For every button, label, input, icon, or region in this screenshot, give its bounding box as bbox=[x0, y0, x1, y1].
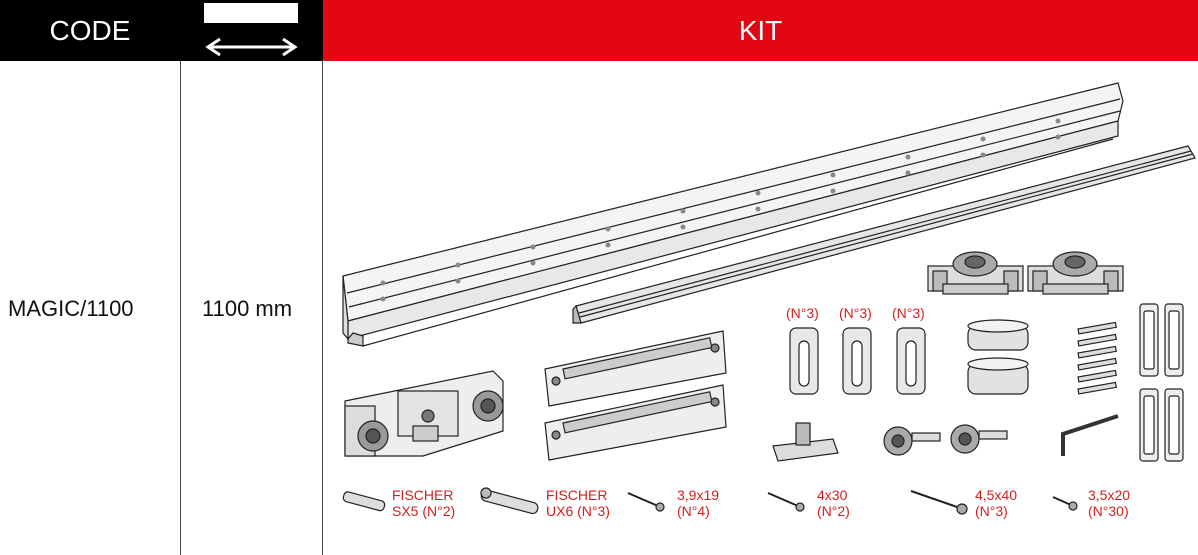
floor-guide bbox=[772, 422, 839, 462]
bracket bbox=[896, 327, 926, 395]
handle bbox=[1139, 303, 1159, 377]
length-header bbox=[180, 0, 323, 61]
screw-label: 4,5x40 (N°3) bbox=[975, 487, 1018, 519]
screw bbox=[627, 492, 665, 512]
rail-profile bbox=[342, 82, 1124, 347]
soft-close-damper bbox=[544, 330, 727, 407]
guide-wheel bbox=[950, 424, 1008, 454]
handle bbox=[1164, 388, 1184, 462]
screw-label: 3,5x20 (N°30) bbox=[1088, 487, 1131, 519]
bracket bbox=[842, 327, 872, 395]
code-header-label: CODE bbox=[49, 14, 131, 46]
trolley-carriage bbox=[927, 251, 1024, 295]
wall-plug-sx5 bbox=[342, 491, 386, 512]
bracket-qty-label: (N°3) bbox=[892, 305, 925, 321]
soft-close-damper bbox=[544, 384, 727, 461]
code-header: CODE bbox=[0, 0, 180, 61]
screw-label: 3,9x19 (N°4) bbox=[677, 487, 720, 519]
fischer-sx5-label: FISCHER SX5 (N°2) bbox=[392, 487, 456, 519]
screw-label: 4x30 (N°2) bbox=[817, 487, 850, 519]
roller-carriage bbox=[344, 370, 504, 457]
kit-header: KIT bbox=[323, 0, 1198, 61]
kit-illustration bbox=[342, 82, 1196, 515]
handle bbox=[1139, 388, 1159, 462]
guide-profile bbox=[572, 145, 1196, 324]
handle bbox=[1164, 303, 1184, 377]
fischer-ux6-label: FISCHER UX6 (N°3) bbox=[546, 487, 610, 519]
column-divider bbox=[322, 61, 323, 555]
product-code: MAGIC/1100 bbox=[8, 296, 134, 321]
product-length: 1100 mm bbox=[202, 296, 293, 321]
allen-key bbox=[1061, 414, 1119, 456]
trolley-carriage bbox=[1027, 251, 1124, 295]
screw bbox=[910, 490, 968, 515]
double-arrow-icon bbox=[204, 3, 298, 57]
stopper bbox=[967, 319, 1029, 351]
kit-header-label: KIT bbox=[738, 14, 783, 46]
stopper bbox=[967, 357, 1029, 395]
screw bbox=[1052, 496, 1078, 511]
bracket-qty-label: (N°3) bbox=[839, 305, 872, 321]
bracket-qty-label: (N°3) bbox=[786, 305, 819, 321]
screw bbox=[767, 492, 805, 512]
spacer-plates bbox=[1077, 321, 1117, 395]
bracket bbox=[789, 327, 819, 395]
guide-wheel bbox=[883, 426, 941, 456]
wall-plug-ux6 bbox=[480, 487, 539, 515]
column-divider bbox=[180, 61, 181, 555]
